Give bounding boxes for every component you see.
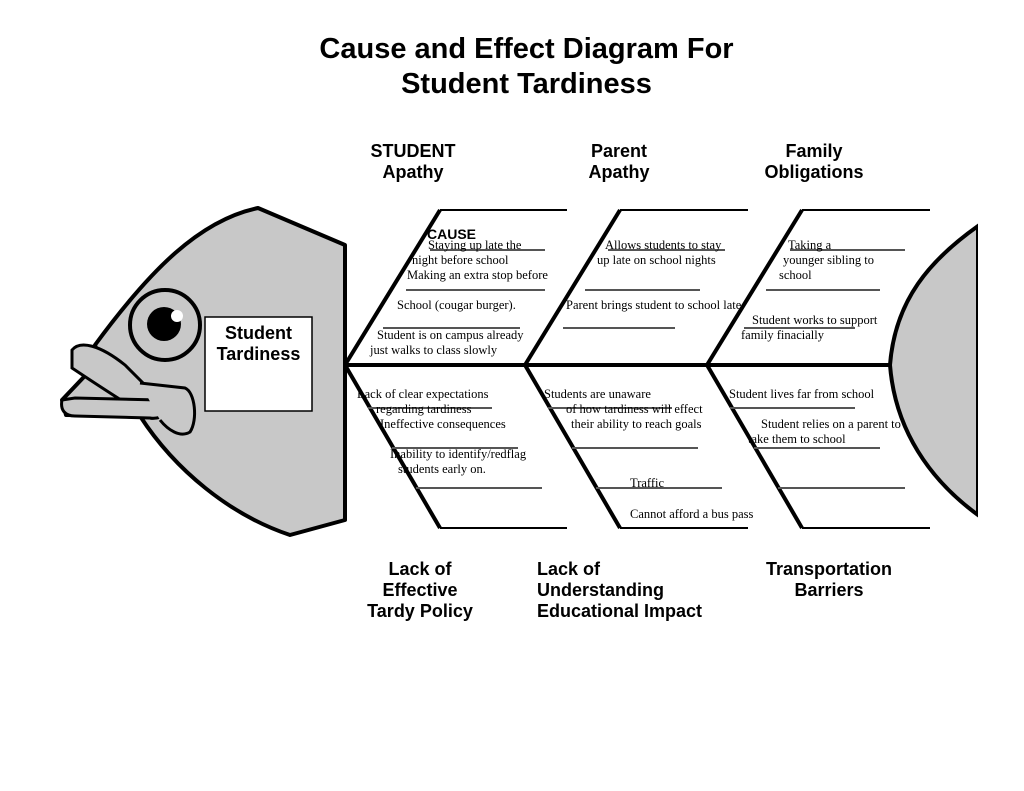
fish-tail [887,222,980,519]
cause-text: family finacially [741,328,824,342]
category-line: Lack of [537,559,601,579]
category-parent-apathy: Parent Apathy [559,141,679,183]
category-line: Lack of [388,559,452,579]
category-line: STUDENT [370,141,456,161]
fish-eye-shine [171,310,183,322]
cause-text: school [779,268,812,282]
cause-text: Taking a [788,238,832,252]
cause-text: just walks to class slowly [370,343,498,357]
category-line: Apathy [382,162,444,182]
title-line-2: Student Tardiness [401,68,652,100]
cause-text: Allows students to stay [605,238,722,252]
cause-text: Student is on campus already [377,328,524,342]
bone-educational-impact [523,363,622,530]
category-transportation: Transportation Barriers [758,559,900,601]
bone-family-obligations [705,208,804,367]
category-educational-impact: Lack of Understanding Educational Impact [537,559,702,622]
cause-text: Parent brings student to school late [566,298,742,312]
page-title: Cause and Effect Diagram For Student Tar… [0,32,1024,102]
bone-parent-apathy [523,208,622,367]
category-line: Effective [382,580,458,600]
cause-text: Ineffective consequences [380,417,506,431]
effect-line-1: Student [225,323,292,343]
title-line-1: Cause and Effect Diagram For [319,33,734,65]
cause-text: Student relies on a parent to [761,417,901,431]
cause-text: Lack of clear expectations [357,387,489,401]
cause-text: Staying up late the [428,238,522,252]
category-line: Tardy Policy [367,601,473,621]
cause-text: Inability to identify/redflag [390,447,527,461]
cause-text: Traffic [630,476,665,490]
cause-text: regarding tardiness [376,402,472,416]
cause-text: younger sibling to [783,253,874,267]
cause-text: of how tardiness will effect [566,402,703,416]
cause-text: Student works to support [752,313,878,327]
effect-line-2: Tardiness [216,344,301,364]
category-line: Understanding [537,580,665,600]
category-tardy-policy: Lack of Effective Tardy Policy [350,559,490,622]
cause-text: Making an extra stop before [407,268,548,282]
category-student-apathy: STUDENT Apathy [353,141,473,183]
bone-tardy-policy [343,363,442,530]
category-line: Barriers [794,580,864,600]
bone-student-apathy [343,208,442,367]
cause-label: CAUSE [427,226,477,242]
fish-jaw [139,381,197,436]
effect-box [204,316,313,412]
cause-text: School (cougar burger). [397,298,516,312]
cause-text: Cannot afford a bus pass [630,507,754,521]
bone-transportation [705,363,804,530]
cause-text: Students are unaware [544,387,651,401]
category-family-obligations: Family Obligations [750,141,878,183]
cause-text: their ability to reach goals [571,417,702,431]
category-line: Parent [590,141,648,161]
fish-lower-lip [60,396,167,420]
effect-label: Student Tardiness [205,323,312,365]
cause-text: up late on school nights [597,253,716,267]
cause-text: Student lives far from school [729,387,875,401]
category-line: Educational Impact [537,601,703,621]
cause-text: students early on. [398,462,486,476]
cause-text: take them to school [748,432,846,446]
category-line: Obligations [764,162,864,182]
category-line: Apathy [588,162,650,182]
category-line: Transportation [765,559,892,579]
category-line: Family [785,141,843,161]
cause-text: night before school [412,253,509,267]
